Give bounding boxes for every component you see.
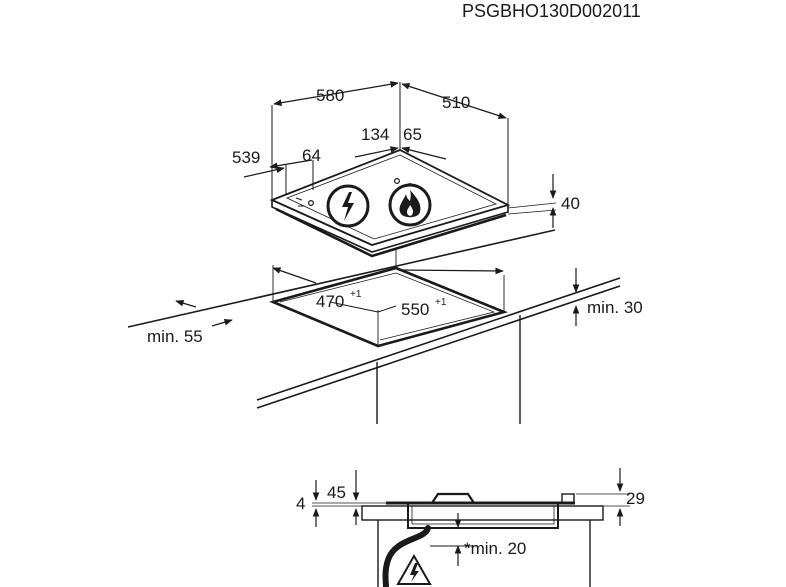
cutout-dimensions — [175, 267, 580, 327]
section-drawing — [312, 492, 630, 587]
dim-cutout-width: 550 — [401, 300, 429, 319]
dim-cutout-depth-tol: +1 — [350, 289, 362, 300]
dim-section-height: 29 — [626, 489, 645, 508]
dim-section-min-below: *min. 20 — [464, 539, 526, 558]
drawing-code: PSGBHO130D002011 — [462, 1, 641, 21]
dim-ctrl-a: 134 — [361, 125, 389, 144]
dim-hob-height: 40 — [561, 194, 580, 213]
dim-min-front: min. 55 — [147, 327, 203, 346]
dim-hob-width: 580 — [316, 86, 344, 105]
dim-side-b: 64 — [302, 146, 321, 165]
gas-flame-icon — [388, 183, 432, 227]
dim-section-left-gap: 4 — [296, 494, 305, 513]
dim-section-offset: 45 — [327, 483, 346, 502]
dim-side-a: 539 — [232, 148, 260, 167]
dim-hob-depth: 510 — [442, 93, 470, 112]
section-dimensions — [312, 468, 624, 566]
dim-cutout-depth: 470 — [316, 292, 344, 311]
electric-warning-icon — [326, 184, 370, 228]
dim-ctrl-b: 65 — [403, 125, 422, 144]
hob-dimensions — [243, 80, 557, 228]
dim-cutout-width-tol: +1 — [435, 297, 447, 308]
hob-drawing — [269, 82, 511, 258]
dim-min-back: min. 30 — [587, 298, 643, 317]
electric-warning-icon — [396, 553, 432, 585]
